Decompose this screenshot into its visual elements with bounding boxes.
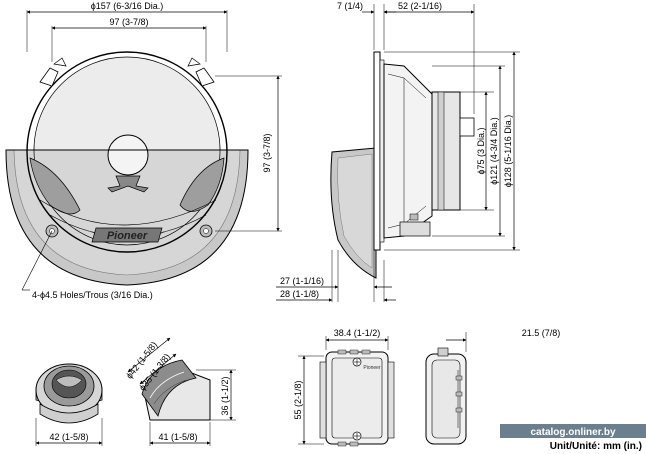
watermark: catalog.onliner.by <box>530 427 615 438</box>
front-dimensions: ϕ157 (6-3/16 Dia.) 97 (3-7/8) 97 (3-7/8)… <box>21 1 282 300</box>
speaker-side-view <box>330 51 475 279</box>
dim-tweeter-base: 42 (1-5/8) <box>49 432 88 442</box>
crossover-front-view: Pioneer <box>319 349 395 447</box>
watermark-bg <box>500 424 646 438</box>
dim-mount-height: 97 (3-7/8) <box>262 133 272 172</box>
dim-holes: 4-ϕ4.5 Holes/Trous (3/16 Dia.) <box>32 290 153 300</box>
unit-label: Unit/Unité: mm (in.) <box>550 441 642 452</box>
crossover-front-dims: 38.4 (1-1/2) 55 (2-1/8) <box>293 328 389 445</box>
dim-tweeter-side-width: 41 (1-5/8) <box>158 432 197 442</box>
dim-mount-width: 97 (3-7/8) <box>109 17 148 27</box>
speaker-outer-ring <box>26 51 228 253</box>
speaker-front-view: Pioneer <box>5 51 249 286</box>
crossover-logo: Pioneer <box>363 365 381 371</box>
dust-cap <box>107 134 149 176</box>
side-basket <box>383 63 433 239</box>
side-dimensions: 7 (1/4) 52 (2-1/16) ϕ75 (3 Dia.) ϕ121 (4… <box>276 1 520 302</box>
dim-cutout: ϕ121 (4-3/4 Dia.) <box>489 117 499 185</box>
side-magnet <box>431 91 461 211</box>
crossover-side-view <box>425 347 467 445</box>
tweeter-front-dim: 42 (1-5/8) <box>35 418 103 446</box>
dim-crossover-height: 55 (2-1/8) <box>293 380 303 419</box>
dim-flange: 7 (1/4) <box>337 1 363 11</box>
dim-magnet: ϕ75 (3 Dia.) <box>476 127 486 174</box>
tweeter-front-view <box>35 363 103 424</box>
dim-crossover-depth: 21.5 (7/8) <box>522 328 561 338</box>
dim-crossover-width: 38.4 (1-1/2) <box>334 328 381 338</box>
dim-tweeter-height: 36 (1-1/2) <box>220 376 230 415</box>
dim-outer-diameter: ϕ157 (6-3/16 Dia.) <box>91 1 164 11</box>
dim-basket: ϕ128 (5-1/16 Dia.) <box>503 115 513 188</box>
front-logo: Pioneer <box>107 230 148 242</box>
crossover-side-dims: 21.5 (7/8) <box>446 328 560 352</box>
dim-depth: 52 (2-1/16) <box>398 1 442 11</box>
dim-grille-offset-2: 28 (1-1/8) <box>280 289 319 299</box>
dim-grille-offset-1: 27 (1-1/16) <box>280 276 324 286</box>
